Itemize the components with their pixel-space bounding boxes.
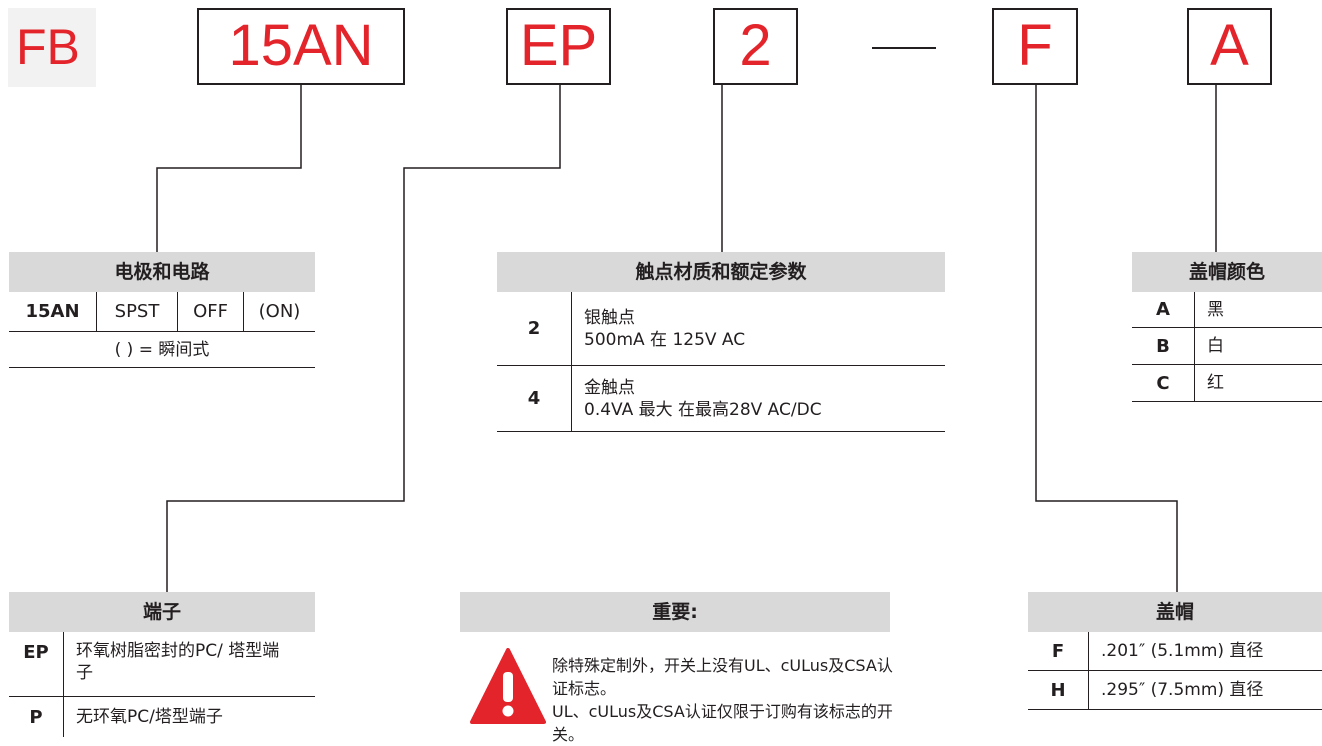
poles-cell-3: (ON) — [243, 292, 315, 331]
contacts-code: 4 — [527, 388, 541, 409]
code-box-cap: F — [992, 8, 1078, 85]
important-text: 除特殊定制外，开关上没有UL、cULus及CSA认证标志。 UL、cULus及C… — [552, 654, 897, 746]
cap-color-row: C 红 — [1132, 365, 1322, 402]
poles-circuit-row: 15AN SPST OFF (ON) — [9, 292, 315, 332]
cap-color-row: B 白 — [1132, 328, 1322, 365]
cap-color-code: A — [1156, 299, 1170, 320]
cap-color-desc: 黑 — [1194, 292, 1224, 327]
terminals-code: EP — [23, 642, 49, 663]
connector-terminals — [166, 85, 561, 592]
terminals-desc: 环氧树脂密封的PC/ 塔型端子 — [63, 632, 293, 696]
terminals-desc: 无环氧PC/塔型端子 — [63, 697, 223, 737]
cap-code: F — [1051, 640, 1065, 662]
terminals-code: P — [29, 706, 43, 728]
contacts-title: 触点材质和额定参数 — [497, 252, 945, 292]
cap-color-desc: 红 — [1194, 365, 1224, 401]
cap-row: H .295″ (7.5mm) 直径 — [1028, 671, 1322, 710]
important-text-2: UL、cULus及CSA认证仅限于订购有该标志的开关。 — [552, 702, 893, 744]
terminals-title: 端子 — [9, 592, 315, 632]
cap-color-title: 盖帽颜色 — [1132, 252, 1322, 292]
cap-color-code: B — [1156, 335, 1170, 357]
cap-color-row: A 黑 — [1132, 292, 1322, 328]
important-notice: 重要: — [460, 592, 890, 632]
cap-desc: .295″ (7.5mm) 直径 — [1088, 671, 1263, 709]
code-box-poles: 15AN — [197, 8, 405, 85]
connector-cap — [1035, 85, 1178, 592]
important-title: 重要: — [460, 592, 890, 632]
poles-code: 15AN — [25, 301, 80, 322]
poles-circuit-title: 电极和电路 — [9, 252, 315, 292]
contacts-desc-line2: 500mA 在 125V AC — [584, 329, 746, 350]
part-prefix: FB — [8, 8, 96, 87]
poles-note: ( ) = 瞬间式 — [9, 332, 315, 368]
cap-color-table: 盖帽颜色 A 黑 B 白 C 红 — [1132, 252, 1322, 402]
warning-icon — [470, 648, 546, 724]
terminals-table: 端子 EP 环氧树脂密封的PC/ 塔型端子 P 无环氧PC/塔型端子 — [9, 592, 315, 737]
cap-code: H — [1050, 679, 1066, 701]
poles-circuit-table: 电极和电路 15AN SPST OFF (ON) ( ) = 瞬间式 — [9, 252, 315, 368]
contacts-row: 2 银触点 500mA 在 125V AC — [497, 292, 945, 366]
cap-desc: .201″ (5.1mm) 直径 — [1088, 632, 1263, 670]
cap-table: 盖帽 F .201″ (5.1mm) 直径 H .295″ (7.5mm) 直径 — [1028, 592, 1322, 710]
important-text-1: 除特殊定制外，开关上没有UL、cULus及CSA认证标志。 — [552, 656, 893, 698]
contacts-code: 2 — [527, 318, 541, 339]
contacts-table: 触点材质和额定参数 2 银触点 500mA 在 125V AC 4 金触点 0.… — [497, 252, 945, 432]
code-box-terminals: EP — [506, 8, 611, 85]
contacts-desc-line1: 银触点 — [584, 307, 635, 328]
cap-title: 盖帽 — [1028, 592, 1322, 632]
contacts-desc-line2: 0.4VA 最大 在最高28V AC/DC — [584, 399, 822, 420]
poles-cell-1: SPST — [96, 292, 177, 331]
code-box-cap-color: A — [1187, 8, 1272, 85]
contacts-desc-line1: 金触点 — [584, 377, 635, 398]
code-dash — [872, 47, 936, 49]
cap-row: F .201″ (5.1mm) 直径 — [1028, 632, 1322, 671]
connector-poles — [156, 85, 302, 252]
contacts-row: 4 金触点 0.4VA 最大 在最高28V AC/DC — [497, 366, 945, 432]
cap-color-code: C — [1156, 372, 1170, 394]
poles-cell-2: OFF — [177, 292, 243, 331]
terminals-row: P 无环氧PC/塔型端子 — [9, 697, 315, 737]
cap-color-desc: 白 — [1194, 328, 1224, 364]
terminals-row: EP 环氧树脂密封的PC/ 塔型端子 — [9, 632, 315, 697]
code-box-contacts: 2 — [713, 8, 798, 85]
